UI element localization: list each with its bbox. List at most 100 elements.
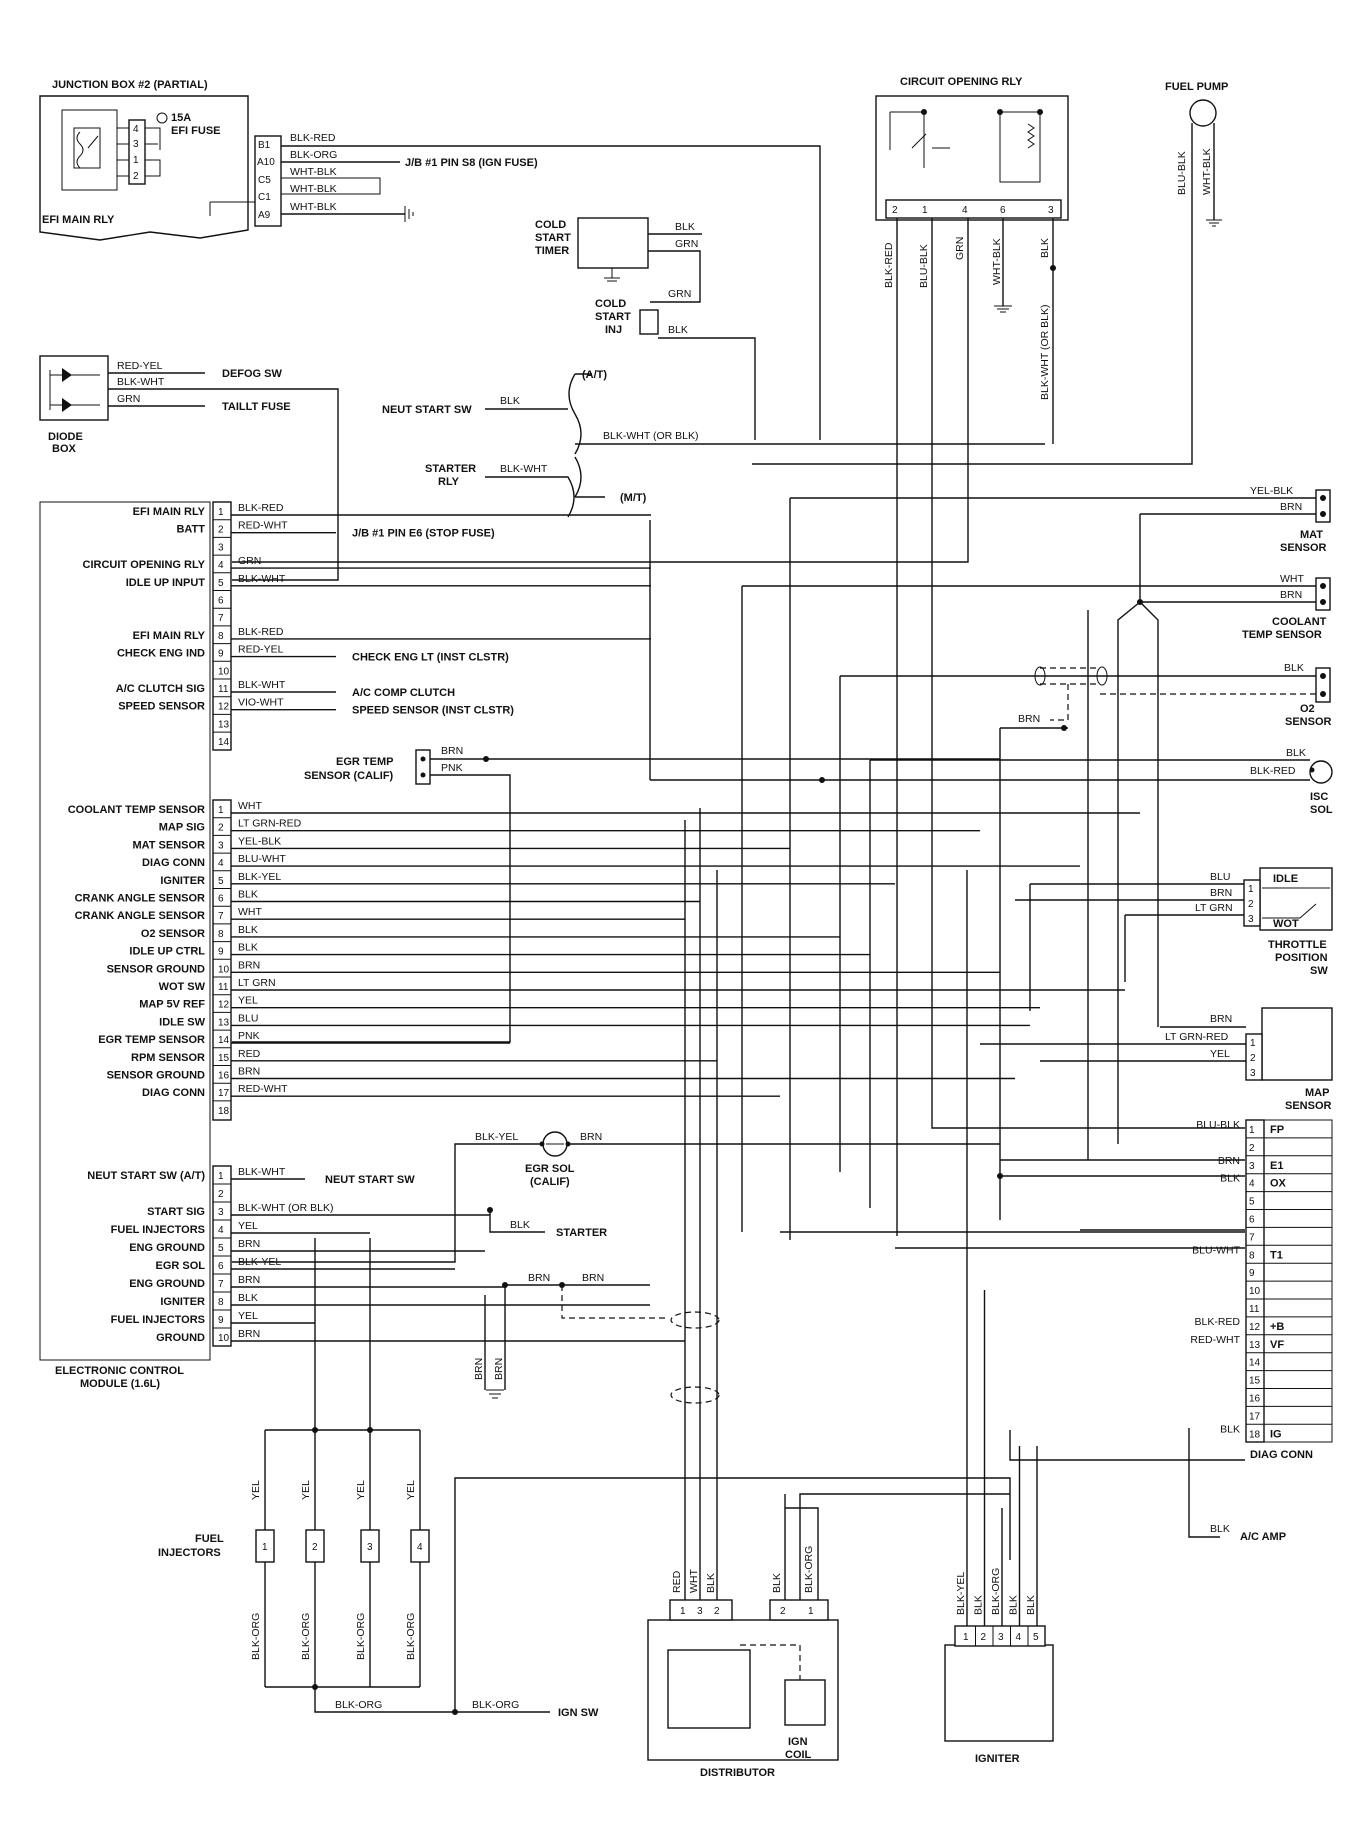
isc-wire-1: BLK bbox=[1286, 747, 1306, 759]
coil-title-1: IGN bbox=[788, 1736, 808, 1748]
ecm-a-pin-number: 12 bbox=[218, 702, 230, 713]
ecm-c-pin-label: FUEL INJECTORS bbox=[111, 1224, 205, 1236]
starter-tap: BLK STARTER bbox=[487, 1207, 607, 1239]
rly-pin-4: 4 bbox=[962, 205, 968, 216]
cold-wire-3: GRN bbox=[668, 288, 691, 300]
ecm-b-pin-number: 3 bbox=[218, 840, 224, 851]
ecm-c-pin-number: 5 bbox=[218, 1243, 224, 1254]
diag-pin-label: +B bbox=[1270, 1321, 1284, 1333]
jb-conn-c5: C5 bbox=[258, 175, 271, 186]
ecm-b-wire-color: BLU bbox=[238, 1012, 258, 1024]
jb-conn-a9: A9 bbox=[258, 210, 271, 221]
cold-inj-1: COLD bbox=[595, 298, 626, 310]
ecm-b-wire-color: BLK-YEL bbox=[238, 871, 281, 883]
rly-pin-3: 3 bbox=[1048, 205, 1054, 216]
ecm-c-wire-color: BRN bbox=[238, 1238, 260, 1250]
ecm-c-wire-color: BLK bbox=[238, 1292, 258, 1304]
mt-label: (M/T) bbox=[620, 492, 647, 504]
ecm-b-wire-color: WHT bbox=[238, 906, 262, 918]
injector-bottom-wire: BLK-ORG bbox=[405, 1613, 417, 1660]
ecm-b-pin-label: MAP SIG bbox=[159, 822, 205, 834]
jb-wire-c5: WHT-BLK bbox=[290, 166, 337, 178]
ecm-a-pin-label: SPEED SENSOR bbox=[118, 701, 205, 713]
ecm-b-wire-color: BLK bbox=[238, 924, 258, 936]
ecm-c-pin-label: GROUND bbox=[156, 1332, 205, 1344]
ecm-b-pin-label: WOT SW bbox=[159, 981, 206, 993]
diag-title: DIAG CONN bbox=[1250, 1449, 1313, 1461]
starter-rly-1: STARTER bbox=[425, 463, 476, 475]
ecm-c-pin-number: 4 bbox=[218, 1225, 224, 1236]
diag-pin-number: 7 bbox=[1249, 1232, 1255, 1243]
distributor: 1 3 2 2 1 RED WHT BLK BLK BLK-ORG IGN CO… bbox=[647, 808, 1010, 1779]
ecm-b-pin-label: MAT SENSOR bbox=[132, 839, 205, 851]
tps-wot-label: WOT bbox=[1273, 918, 1299, 930]
neut-wire-blk: BLK bbox=[500, 395, 520, 407]
ecm-b-wire-color: RED-WHT bbox=[238, 1083, 288, 1095]
diag-pin-label: E1 bbox=[1270, 1160, 1283, 1172]
tps-pin-1: 1 bbox=[1248, 884, 1254, 895]
cold-start: COLD START TIMER BLK GRN GRN COLD START … bbox=[535, 217, 756, 440]
igniter-pin-number: 3 bbox=[998, 1632, 1004, 1643]
cold-wire-4: BLK bbox=[668, 324, 688, 336]
ecm-a-wire-color: RED-YEL bbox=[238, 644, 284, 656]
cold-inj-2: START bbox=[595, 311, 631, 323]
inj-title-2: INJECTORS bbox=[158, 1547, 221, 1559]
ecm-b-pin-number: 14 bbox=[218, 1035, 230, 1046]
rly-wire-blublk: BLU-BLK bbox=[918, 244, 930, 288]
ecm-a-pin-label: EFI MAIN RLY bbox=[133, 506, 206, 518]
cold-wire-2: GRN bbox=[675, 238, 698, 250]
map-wire-3: YEL bbox=[1210, 1048, 1230, 1060]
egr-sol-title-2: (CALIF) bbox=[530, 1176, 570, 1188]
diag-pin-number: 4 bbox=[1249, 1179, 1255, 1190]
inj-bus-wire: BLK-ORG bbox=[335, 1699, 382, 1711]
jb-relay-label: EFI MAIN RLY bbox=[42, 214, 115, 226]
ecm-b-pin-number: 8 bbox=[218, 929, 224, 940]
ecm-b-pin-number: 6 bbox=[218, 894, 224, 905]
mat-title-2: SENSOR bbox=[1280, 542, 1327, 554]
tps-wire-2: BRN bbox=[1210, 887, 1232, 899]
rly-wire-blkred: BLK-RED bbox=[883, 242, 895, 288]
ecm-c-wire-color: BLK-WHT bbox=[238, 1166, 286, 1178]
map-title-1: MAP bbox=[1305, 1087, 1329, 1099]
diag-wire-color: RED-WHT bbox=[1190, 1334, 1240, 1346]
diag-pin-label: OX bbox=[1270, 1178, 1287, 1190]
map-sensor: 1 2 3 BRN LT GRN-RED YEL MAP SENSOR bbox=[980, 1007, 1333, 1112]
ecm-b-wire-color: BLK bbox=[238, 889, 258, 901]
ecm-a-wire-destination: J/B #1 PIN E6 (STOP FUSE) bbox=[352, 528, 495, 540]
ecm-b-pin-number: 15 bbox=[218, 1053, 230, 1064]
diag-pin-label: FP bbox=[1270, 1124, 1284, 1136]
jb-to-ign-fuse: J/B #1 PIN S8 (IGN FUSE) bbox=[405, 157, 538, 169]
injector-bottom-wire: BLK-ORG bbox=[250, 1613, 262, 1660]
ecm-b-wire-color: LT GRN bbox=[238, 977, 276, 989]
igniter-title: IGNITER bbox=[975, 1753, 1020, 1765]
ecm-c-pin-label: ENG GROUND bbox=[129, 1278, 205, 1290]
coil-wire-blk: BLK bbox=[771, 1573, 783, 1593]
ac-amp-wire: BLK bbox=[1210, 1523, 1230, 1535]
ecm-a-pin-label: EFI MAIN RLY bbox=[133, 630, 206, 642]
tps-pin-2: 2 bbox=[1248, 899, 1254, 910]
diode-to-defog: DEFOG SW bbox=[222, 368, 283, 380]
starter-tap-wire: BLK bbox=[510, 1219, 530, 1231]
rly-pin-6: 6 bbox=[1000, 205, 1006, 216]
ecm-b-pin-number: 12 bbox=[218, 1000, 230, 1011]
ecm-b-pin-number: 2 bbox=[218, 823, 224, 834]
ecm-a-wire-destination: CHECK ENG LT (INST CLSTR) bbox=[352, 652, 509, 664]
injector-bottom-wire: BLK-ORG bbox=[300, 1613, 312, 1660]
starter-main-wire: BLK-WHT (OR BLK) bbox=[603, 430, 698, 442]
ecm-a-wire-color: VIO-WHT bbox=[238, 697, 284, 709]
ecm-c-pin-number: 10 bbox=[218, 1333, 230, 1344]
diag-pin-number: 13 bbox=[1249, 1340, 1261, 1351]
ecm-b-wire-color: BLU-WHT bbox=[238, 853, 286, 865]
ground-wire-3: BRN bbox=[473, 1358, 485, 1380]
tps-idle-label: IDLE bbox=[1273, 873, 1298, 885]
rly-pin-1: 1 bbox=[922, 205, 928, 216]
diode-wire-redyel: RED-YEL bbox=[117, 360, 163, 372]
ecm-b-pin-label: MAP 5V REF bbox=[139, 999, 205, 1011]
jb-wire-a10: BLK-ORG bbox=[290, 149, 337, 161]
isc-wire-2: BLK-RED bbox=[1250, 765, 1296, 777]
ecm-b-pin-number: 11 bbox=[218, 982, 229, 993]
ign-wire: BLK-ORG bbox=[472, 1699, 519, 1711]
igniter-wire-color: BLK-ORG bbox=[990, 1568, 1002, 1615]
